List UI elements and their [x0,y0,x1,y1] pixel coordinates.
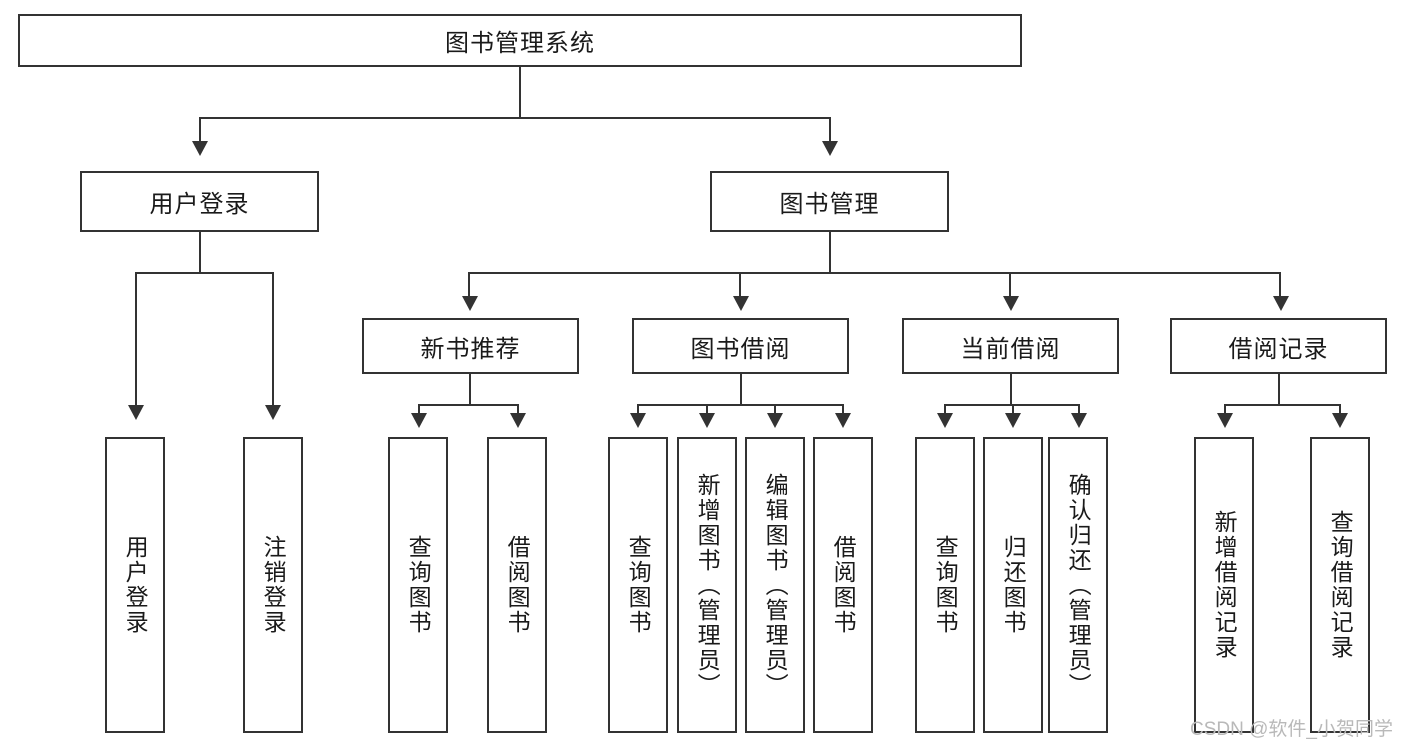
edge-login-to-leaf-1 [135,272,137,407]
edge-records-to-leaf-1 [1224,404,1226,414]
leaf-query-books-borrow[interactable]: 查询图书 [608,437,668,733]
node-label: 编辑图书（管理员） [762,472,789,698]
arrowhead-newbooks-leaf-2 [510,413,526,428]
node-label: 查询图书 [932,535,959,635]
leaf-borrow-books-new[interactable]: 借阅图书 [487,437,547,733]
edge-current-stem [1010,374,1012,406]
edge-newbooks-bus [418,404,518,406]
node-label: 查询借阅记录 [1327,510,1354,660]
leaf-borrow-book[interactable]: 借阅图书 [813,437,873,733]
edge-root-to-bookmgmt [829,117,831,141]
edge-current-to-leaf-3 [1078,404,1080,414]
edge-borrow-stem [740,374,742,406]
edge-root-to-login [199,117,201,141]
edge-bookmgmt-to-l2-1 [468,272,470,296]
node-root-library-system[interactable]: 图书管理系统 [18,14,1022,67]
node-label: 图书管理系统 [445,30,595,57]
node-label: 用户登录 [122,535,149,635]
leaf-confirm-return-admin[interactable]: 确认归还（管理员） [1048,437,1108,733]
edge-current-to-leaf-2 [1012,404,1014,414]
node-label: 注销登录 [260,535,287,635]
node-new-book-recommendation[interactable]: 新书推荐 [362,318,579,374]
arrowhead-l2-new-books [462,296,478,311]
arrowhead-records-leaf-2 [1332,413,1348,428]
node-book-management[interactable]: 图书管理 [710,171,949,232]
node-label: 新书推荐 [420,335,521,363]
node-label: 借阅记录 [1228,335,1329,363]
edge-bookmgmt-bus [468,272,1279,274]
edge-login-stem [199,232,201,274]
node-label: 借阅图书 [504,535,531,635]
arrowhead-borrow-leaf-3 [767,413,783,428]
edge-newbooks-to-leaf-1 [418,404,420,414]
edge-bookmgmt-stem [829,232,831,274]
arrowhead-login-leaf-1 [128,405,144,420]
leaf-edit-book-admin[interactable]: 编辑图书（管理员） [745,437,805,733]
leaf-add-book-admin[interactable]: 新增图书（管理员） [677,437,737,733]
arrowhead-newbooks-leaf-1 [411,413,427,428]
node-label: 图书管理 [779,191,880,218]
edge-borrow-to-leaf-3 [774,404,776,414]
node-label: 查询图书 [405,535,432,635]
leaf-query-borrow-record[interactable]: 查询借阅记录 [1310,437,1370,733]
leaf-add-borrow-record[interactable]: 新增借阅记录 [1194,437,1254,733]
arrowhead-l2-current [1003,296,1019,311]
arrowhead-borrow-leaf-1 [630,413,646,428]
leaf-return-book[interactable]: 归还图书 [983,437,1043,733]
edge-newbooks-stem [469,374,471,406]
edge-records-bus [1224,404,1340,406]
arrowhead-l2-records [1273,296,1289,311]
arrowhead-records-leaf-1 [1217,413,1233,428]
edge-root-stem [519,67,521,118]
edge-bookmgmt-to-l2-2 [739,272,741,296]
edge-borrow-to-leaf-4 [842,404,844,414]
arrowhead-borrow-leaf-4 [835,413,851,428]
arrowhead-to-user-login [192,141,208,156]
edge-root-bus [199,117,831,119]
arrowhead-current-leaf-2 [1005,413,1021,428]
edge-bookmgmt-to-l2-3 [1009,272,1011,296]
edge-login-bus [135,272,272,274]
node-label: 图书借阅 [690,335,791,363]
leaf-user-login[interactable]: 用户登录 [105,437,165,733]
edge-borrow-bus [637,404,843,406]
node-label: 确认归还（管理员） [1065,472,1092,698]
arrowhead-login-leaf-2 [265,405,281,420]
arrowhead-current-leaf-1 [937,413,953,428]
arrowhead-current-leaf-3 [1071,413,1087,428]
edge-borrow-to-leaf-2 [706,404,708,414]
leaf-logout[interactable]: 注销登录 [243,437,303,733]
arrowhead-l2-borrow [733,296,749,311]
node-label: 借阅图书 [830,535,857,635]
leaf-query-books-new[interactable]: 查询图书 [388,437,448,733]
leaf-query-books-current[interactable]: 查询图书 [915,437,975,733]
edge-records-stem [1278,374,1280,406]
edge-borrow-to-leaf-1 [637,404,639,414]
node-label: 用户登录 [149,191,250,218]
arrowhead-borrow-leaf-2 [699,413,715,428]
node-label: 查询图书 [625,535,652,635]
watermark-text: CSDN @软件_小贺同学 [1190,719,1393,740]
node-label: 当前借阅 [960,335,1061,363]
node-book-borrowing[interactable]: 图书借阅 [632,318,849,374]
arrowhead-to-book-mgmt [822,141,838,156]
edge-current-bus [944,404,1078,406]
edge-current-to-leaf-1 [944,404,946,414]
node-label: 新增图书（管理员） [694,472,721,698]
edge-bookmgmt-to-l2-4 [1279,272,1281,296]
node-label: 归还图书 [1000,535,1027,635]
node-borrow-records[interactable]: 借阅记录 [1170,318,1387,374]
edge-login-to-leaf-2 [272,272,274,407]
node-current-borrowing[interactable]: 当前借阅 [902,318,1119,374]
node-label: 新增借阅记录 [1211,510,1238,660]
node-user-login[interactable]: 用户登录 [80,171,319,232]
edge-records-to-leaf-2 [1339,404,1341,414]
edge-newbooks-to-leaf-2 [517,404,519,414]
